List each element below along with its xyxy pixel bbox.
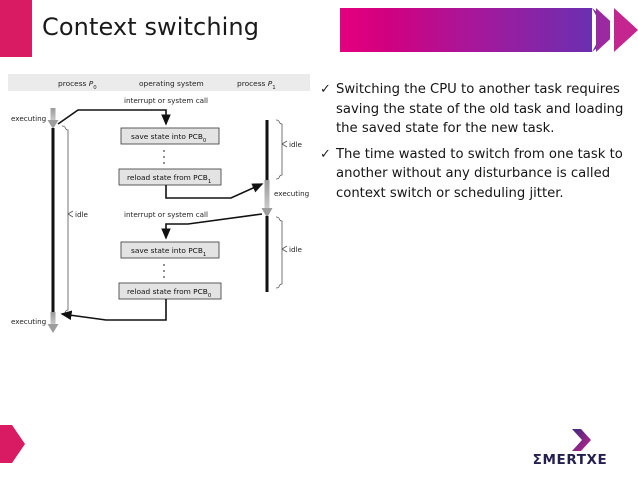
label-idle-right-bottom: idle xyxy=(289,245,303,254)
header-banner-bar xyxy=(340,8,592,52)
label-executing-right: executing xyxy=(274,189,309,198)
flow-p0-to-os-1 xyxy=(57,109,171,126)
logo-chevron-icon xyxy=(568,428,594,452)
brand-logo: ΣMERTXE xyxy=(520,428,620,474)
diagram-ellipsis-1 xyxy=(163,150,165,164)
label-executing-bottom-left: executing xyxy=(11,317,46,326)
diagram-ellipsis-2 xyxy=(163,264,165,278)
logo-name-text: MERTXE xyxy=(542,452,608,468)
header-chevron-outer-icon xyxy=(614,8,638,52)
flow-os-to-p1-1 xyxy=(165,183,264,199)
list-item: ✓ The time wasted to switch from one tas… xyxy=(320,145,632,204)
label-idle-right-top: idle xyxy=(289,140,303,149)
p1-lifeline-bottom xyxy=(265,216,269,292)
diagram-header-middle: operating system xyxy=(139,79,204,88)
diagram-box-save-1: save state into PCB1 xyxy=(120,241,220,259)
bullet-list: ✓ Switching the CPU to another task requ… xyxy=(320,80,632,209)
label-executing-top-left: executing xyxy=(11,114,46,123)
label-idle-left: idle xyxy=(75,210,89,219)
label-interrupt-2: interrupt or system call xyxy=(124,210,208,219)
diagram-box-reload-0: reload state from PCB0 xyxy=(118,282,222,300)
checkmark-icon: ✓ xyxy=(320,146,331,162)
p0-idle-brace xyxy=(61,125,74,315)
p1-idle-brace-top xyxy=(275,119,288,180)
bullet-text: The time wasted to switch from one task … xyxy=(336,146,623,201)
context-switch-diagram: process P0 operating system process P1 e… xyxy=(6,74,312,336)
flow-p1-to-os-2 xyxy=(161,213,263,240)
flow-os-to-p0-2 xyxy=(60,299,167,321)
title-accent-block xyxy=(0,0,32,57)
checkmark-icon: ✓ xyxy=(320,82,331,97)
slide-header: Context switching xyxy=(0,0,638,60)
diagram-box-save-0: save state into PCB0 xyxy=(120,127,220,145)
label-interrupt-1: interrupt or system call xyxy=(124,96,208,105)
p0-lifeline-bar xyxy=(51,128,55,315)
bullet-text: Switching the CPU to another task requir… xyxy=(336,82,624,136)
logo-sigma-glyph: Σ xyxy=(532,452,543,468)
p1-executing-arrow xyxy=(261,180,273,218)
page-title: Context switching xyxy=(42,13,260,41)
logo-wordmark: ΣMERTXE xyxy=(520,452,620,468)
footer-accent-shape xyxy=(0,423,26,465)
list-item: ✓ Switching the CPU to another task requ… xyxy=(320,80,632,139)
p1-idle-brace-bottom xyxy=(275,216,288,289)
p1-lifeline-top xyxy=(265,120,269,182)
diagram-box-reload-1: reload state from PCB1 xyxy=(118,168,222,186)
p0-executing-bottom-arrow xyxy=(47,312,59,333)
p0-executing-top-arrow xyxy=(47,108,59,129)
